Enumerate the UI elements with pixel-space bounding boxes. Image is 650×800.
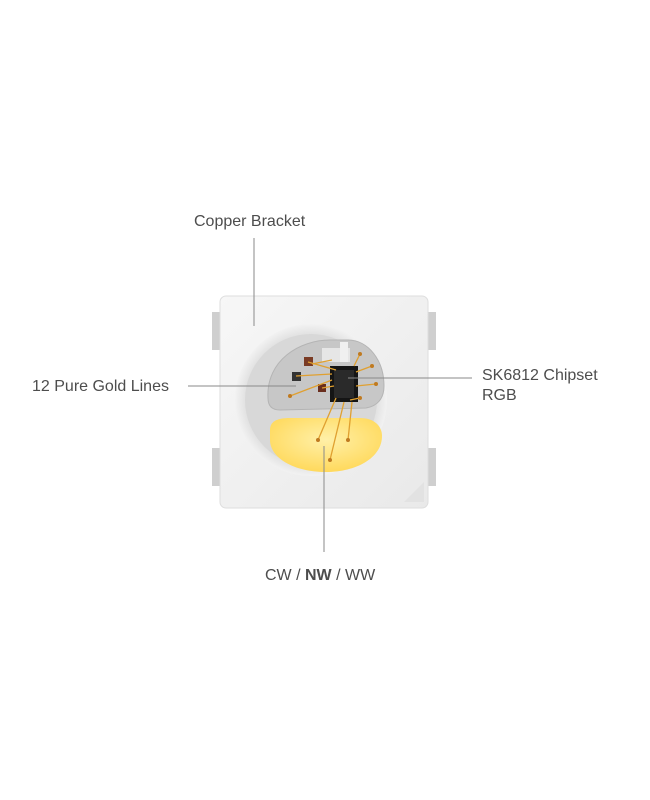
chipset-label: SK6812 Chipset [482,367,598,384]
chipset-sub-label: RGB [482,387,517,404]
cct-nw: NW [305,567,332,584]
gold-wires [289,353,377,461]
cct-cw: CW / [265,567,305,584]
copper-bracket-label: Copper Bracket [194,213,306,230]
wire-bond-points [288,352,378,462]
package-pins [212,312,436,486]
cct-ww: / WW [331,567,376,584]
leader-lines [188,238,472,552]
gold-lines-label: 12 Pure Gold Lines [32,378,169,395]
color-temperature-label: CW / NW / WW [265,566,375,586]
white-led-phosphor [270,418,382,472]
package-corner-mark [404,482,424,502]
